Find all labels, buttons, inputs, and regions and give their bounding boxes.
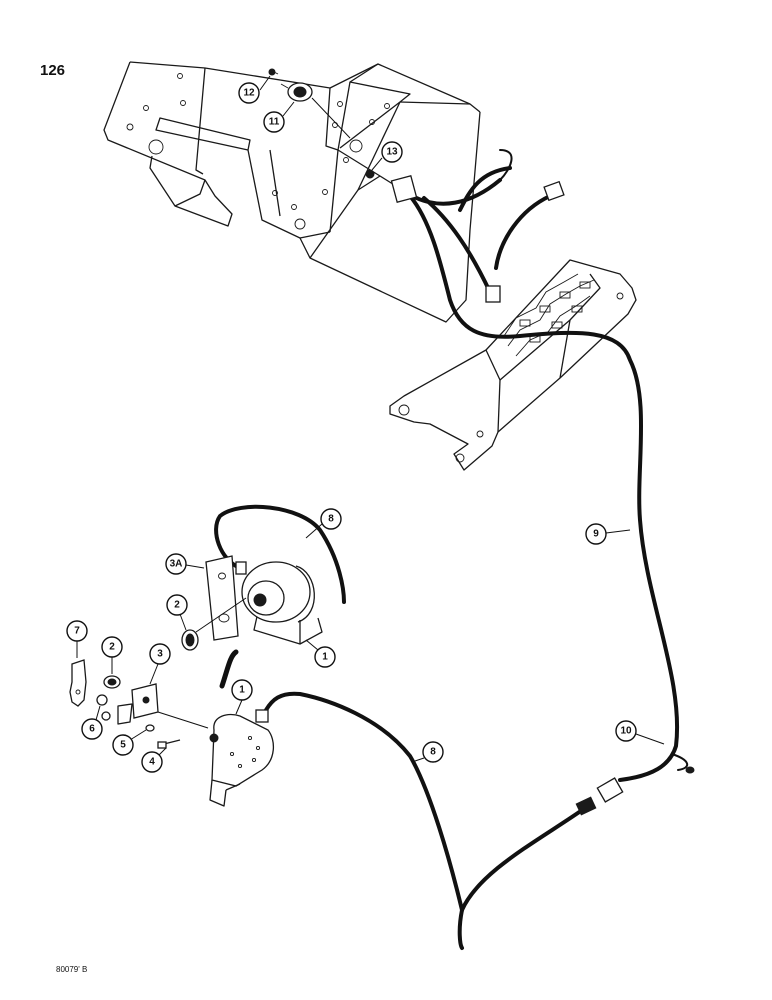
callout-13: 13 [371, 141, 403, 171]
callout-1-upper-label: 1 [322, 652, 328, 663]
callout-3: 3 [149, 643, 171, 685]
callout-11: 11 [263, 101, 295, 133]
callout-10: 10 [615, 720, 665, 745]
callout-8-lower-label: 8 [430, 747, 436, 758]
drawing-code: 80079' B [56, 965, 88, 974]
callout-1-upper: 1 [305, 639, 336, 668]
callout-8-lower: 8 [411, 741, 444, 763]
callout-3a: 3A [165, 553, 205, 575]
callout-2-upper-label: 2 [174, 600, 180, 611]
nut-upper [181, 629, 199, 651]
callout-6-label: 6 [89, 724, 95, 735]
page-number: 126 [40, 62, 66, 79]
callout-7-label: 7 [74, 626, 80, 637]
callout-4-label: 4 [149, 757, 155, 768]
callout-12-label: 12 [243, 88, 255, 99]
callout-2-upper: 2 [166, 594, 188, 631]
callout-13-label: 13 [386, 147, 398, 158]
callout-2-lower: 2 [101, 636, 123, 674]
callout-8-upper-label: 8 [328, 514, 334, 525]
callout-12: 12 [238, 75, 271, 104]
callout-3-label: 3 [157, 649, 163, 660]
upper-horn [235, 561, 323, 645]
small-parts [69, 597, 247, 749]
callout-9: 9 [585, 523, 631, 545]
harness-wiring [214, 149, 695, 950]
callout-3a-label: 3A [170, 559, 183, 570]
callout-9-label: 9 [593, 529, 599, 540]
bracket-3a [205, 555, 239, 641]
callout-8-upper: 8 [305, 508, 342, 539]
callout-1-lower-label: 1 [239, 685, 245, 696]
lower-horn [209, 649, 274, 807]
callout-6: 6 [81, 705, 103, 740]
dashboard-panel [103, 61, 481, 323]
callout-5-label: 5 [120, 740, 126, 751]
callout-7: 7 [66, 620, 88, 658]
callout-5: 5 [112, 729, 147, 756]
callout-11-label: 11 [269, 117, 280, 128]
relay-panel [389, 259, 637, 471]
callout-10-label: 10 [620, 726, 632, 737]
callout-4: 4 [141, 747, 167, 773]
callout-1-lower: 1 [231, 679, 253, 715]
callout-2-lower-label: 2 [109, 642, 115, 653]
